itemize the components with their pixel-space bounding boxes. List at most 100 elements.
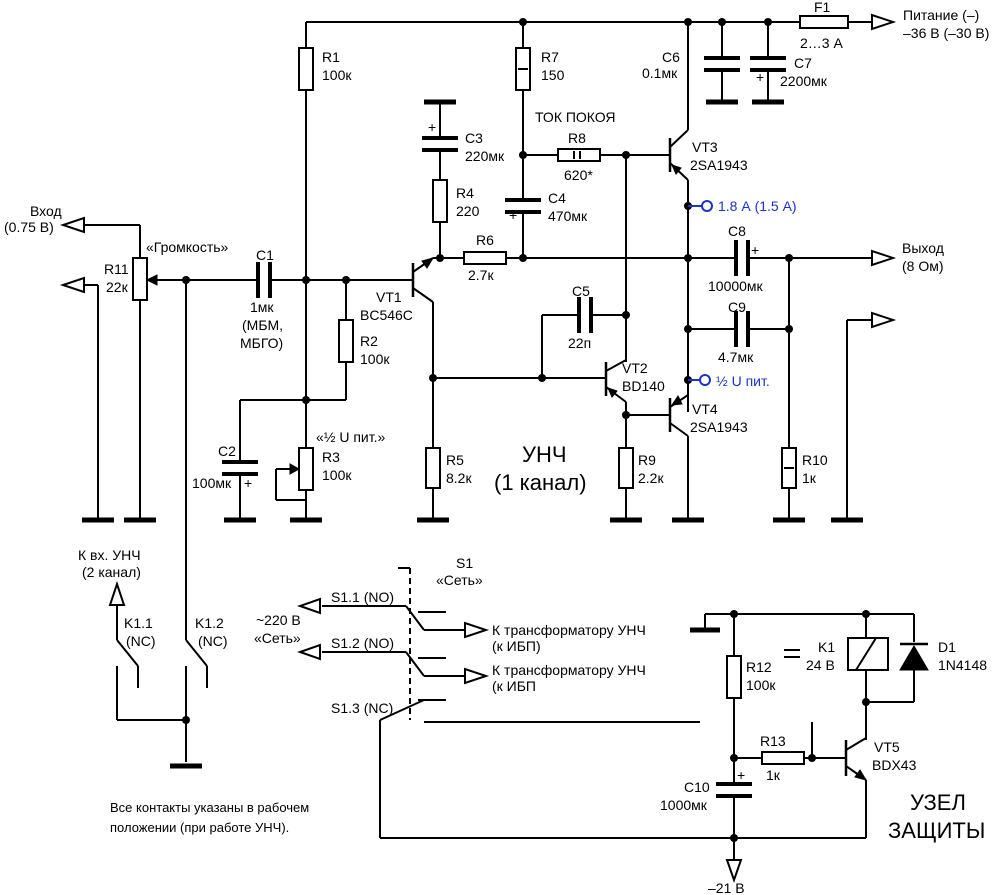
transistor-vt3 [668,22,692,412]
r8-ref: R8 [568,130,586,146]
r1-value: 100к [322,67,352,83]
switch-name: «Сеть» [436,572,483,588]
test-point-2-label: ½ U пит. [716,373,770,389]
transistor-vt4 [622,394,704,523]
vt1-value: BC546C [360,307,413,323]
vt1-ref: VT1 [376,289,402,305]
k11-note: (NC) [126,633,156,649]
r7-ref: R7 [541,49,559,65]
diode-value: 1N4148 [938,657,987,673]
second-channel-line1: К вх. УНЧ [78,547,141,563]
resistor-r5 [417,302,449,523]
r10-value: 1к [802,470,817,486]
r2-ref: R2 [360,333,378,349]
to-transformer-2b: (к ИБП [492,678,536,694]
protection-node: + [690,610,914,884]
to-transformer-1b: (к ИБП) [492,638,541,654]
supply-label: Питание (–) [903,7,979,23]
r1-ref: R1 [322,49,340,65]
switch-ref: S1 [456,555,473,571]
diode-ref: D1 [938,639,956,655]
svg-text:+: + [428,119,436,135]
c3-value: 220мк [465,148,505,164]
c5-ref: C5 [572,283,590,299]
svg-text:+: + [244,475,252,491]
second-channel-line2: (2 канал) [82,564,141,580]
c9-value: 4.7мк [718,349,754,365]
c2-ref: C2 [218,443,236,459]
c2-value: 100мк [192,475,232,491]
c10-ref: C10 [684,779,710,795]
r12-value: 100к [746,677,776,693]
r4-value: 220 [456,203,480,219]
svg-text:+: + [751,242,759,258]
switch-s1 [296,567,866,839]
volume-value: 22к [106,279,129,295]
capacitor-c6 [704,22,740,105]
vt5-value: BDX43 [872,757,917,773]
transistor-vt5 [844,737,868,838]
r13-value: 1к [766,767,781,783]
c1-note1: (МБМ, [242,317,283,333]
fuse-value: 2…3 А [800,35,843,51]
mains-label1: ~220 В [256,612,301,628]
capacitor-c7: + [750,22,786,105]
test-point-2 [688,374,711,386]
capacitor-c1 [182,262,380,298]
resistor-r3 [275,400,322,523]
k12-note: (NC) [198,633,228,649]
r3-value: 100к [322,467,352,483]
c9-ref: C9 [728,299,746,315]
r5-value: 8.2к [446,470,472,486]
vt2-ref: VT2 [622,360,648,376]
resistor-r6 [463,251,527,265]
to-transformer-2a: К трансформатору УНЧ [492,662,646,678]
input-value: (0.75 В) [4,219,54,235]
r2-value: 100к [360,351,390,367]
vt5-ref: VT5 [874,739,900,755]
test-point-1-label: 1.8 А (1.5 А) [718,198,797,214]
volume-name: «Громкость» [146,239,229,255]
vt3-value: 2SA1943 [690,157,748,173]
protection-title-line2: ЗАЩИТЫ [888,818,985,843]
volume-pot-r11 [59,216,186,523]
vt4-value: 2SA1943 [690,419,748,435]
footnote-line1: Все контакты указаны в рабочем [110,800,309,815]
r3-ref: R3 [322,449,340,465]
fuse-ref: F1 [814,0,831,15]
vt2-value: BD140 [622,378,665,394]
c6-value: 0.1мк [642,65,678,81]
svg-text:+: + [737,767,745,783]
to-transformer-1a: К трансформатору УНЧ [492,622,646,638]
r12-ref: R12 [746,659,772,675]
r8-value: 620* [564,167,593,183]
supply-rail [306,13,897,31]
switch-s11: S1.1 (NO) [331,589,394,605]
c4-ref: C4 [548,190,566,206]
switch-s13: S1.3 (NC) [331,700,393,716]
c6-ref: C6 [662,49,680,65]
protection-supply: –21 В [708,880,745,895]
resistor-r1 [298,22,314,400]
test-point-1 [688,200,713,212]
resistor-r4 [432,150,448,258]
amp-title-line1: УНЧ [522,442,567,467]
input-label: Вход [30,203,62,219]
relay-ref: K1 [818,639,835,655]
r4-ref: R4 [456,185,474,201]
c1-ref: C1 [256,247,274,263]
mains-label2: «Сеть» [254,630,301,646]
r8-note: ТОК ПОКОЯ [535,109,616,125]
r6-ref: R6 [476,232,494,248]
resistor-r9 [610,447,642,523]
vt3-ref: VT3 [692,139,718,155]
r3-note: «½ U пит.» [316,429,386,445]
r9-value: 2.2к [638,470,664,486]
output-value: (8 Ом) [902,258,944,274]
supply-value: –36 В (–30 В) [903,25,989,41]
relay-value: 24 В [806,657,835,673]
r13-ref: R13 [760,733,786,749]
svg-text:+: + [509,207,517,223]
capacitor-c9 [688,311,793,347]
